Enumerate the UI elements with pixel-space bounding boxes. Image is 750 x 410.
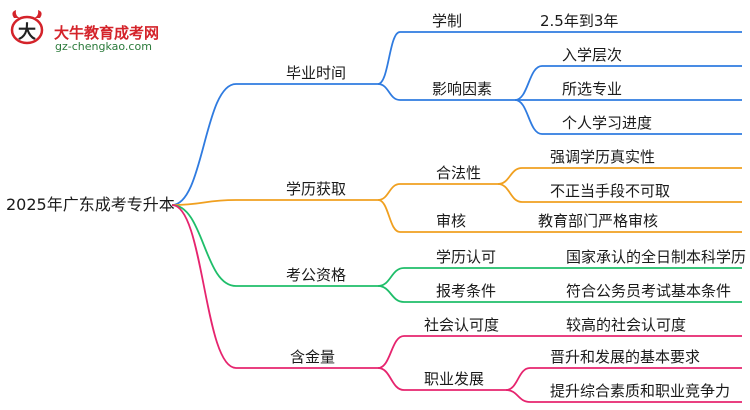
node-review: 审核 bbox=[436, 212, 467, 230]
leaf-recognized-degree: 国家承认的全日制本科学历 bbox=[566, 248, 747, 266]
branch-value: 含金量 bbox=[290, 348, 336, 366]
leaf-study-progress: 个人学习进度 bbox=[562, 114, 653, 132]
leaf-strict-review: 教育部门严格审核 bbox=[538, 212, 659, 230]
node-social-recognition: 社会认可度 bbox=[424, 316, 500, 334]
node-degree-recognition: 学历认可 bbox=[436, 248, 497, 266]
node-application-requirements: 报考条件 bbox=[436, 282, 497, 300]
branch-civil-service-eligibility: 考公资格 bbox=[286, 266, 347, 284]
branch-0-to-item-0-line bbox=[377, 31, 401, 85]
item-1-0-to-leaf-1-line bbox=[497, 183, 523, 203]
branch-graduation-time: 毕业时间 bbox=[286, 64, 347, 82]
site-logo: 大 bbox=[6, 8, 196, 54]
item-1-0-to-leaf-0-line bbox=[497, 167, 523, 185]
item-3-1-to-leaf-0-line bbox=[505, 367, 531, 391]
bull-logo-icon: 大 bbox=[10, 10, 44, 45]
branch-3-to-item-0-line bbox=[377, 335, 405, 369]
root-to-branch-0-line bbox=[171, 83, 237, 206]
node-career-development: 职业发展 bbox=[424, 370, 485, 388]
root-to-branch-3-line bbox=[171, 204, 237, 369]
node-legitimacy: 合法性 bbox=[436, 164, 482, 182]
branch-1-to-item-0-line bbox=[377, 183, 401, 201]
root-to-branch-2-line bbox=[171, 204, 237, 287]
branch-3-to-item-1-line bbox=[377, 367, 405, 391]
node-influencing-factors: 影响因素 bbox=[432, 80, 493, 98]
leaf-basic-conditions: 符合公务员考试基本条件 bbox=[566, 282, 732, 300]
branch-2-to-item-0-line bbox=[377, 267, 405, 287]
leaf-duration-value: 2.5年到3年 bbox=[540, 12, 619, 30]
root-node: 2025年广东成考专升本 bbox=[6, 195, 175, 214]
leaf-admission-level: 入学层次 bbox=[562, 46, 623, 64]
logo-url: gz-chengkao.com bbox=[55, 40, 152, 53]
leaf-authenticity: 强调学历真实性 bbox=[550, 148, 656, 166]
root-to-branch-1-line bbox=[171, 199, 237, 206]
logo-title: 大牛教育成考网 bbox=[54, 24, 160, 42]
branch-degree-acquisition: 学历获取 bbox=[286, 180, 347, 198]
item-0-1-to-leaf-2-line bbox=[514, 99, 543, 135]
leaf-high-recognition: 较高的社会认可度 bbox=[566, 316, 687, 334]
node-program-length: 学制 bbox=[432, 12, 463, 30]
branch-1-to-item-1-line bbox=[377, 199, 401, 233]
item-3-1-to-leaf-1-line bbox=[505, 389, 531, 403]
leaf-competitiveness: 提升综合素质和职业竞争力 bbox=[550, 382, 731, 400]
leaf-no-improper-means: 不正当手段不可取 bbox=[550, 182, 671, 200]
branch-2-to-item-1-line bbox=[377, 285, 405, 303]
leaf-promotion-requirement: 晋升和发展的基本要求 bbox=[550, 348, 701, 366]
leaf-chosen-major: 所选专业 bbox=[562, 80, 623, 98]
branch-0-to-item-1-line bbox=[377, 83, 401, 101]
item-0-1-to-leaf-0-line bbox=[514, 65, 543, 101]
svg-text:大: 大 bbox=[18, 21, 36, 43]
